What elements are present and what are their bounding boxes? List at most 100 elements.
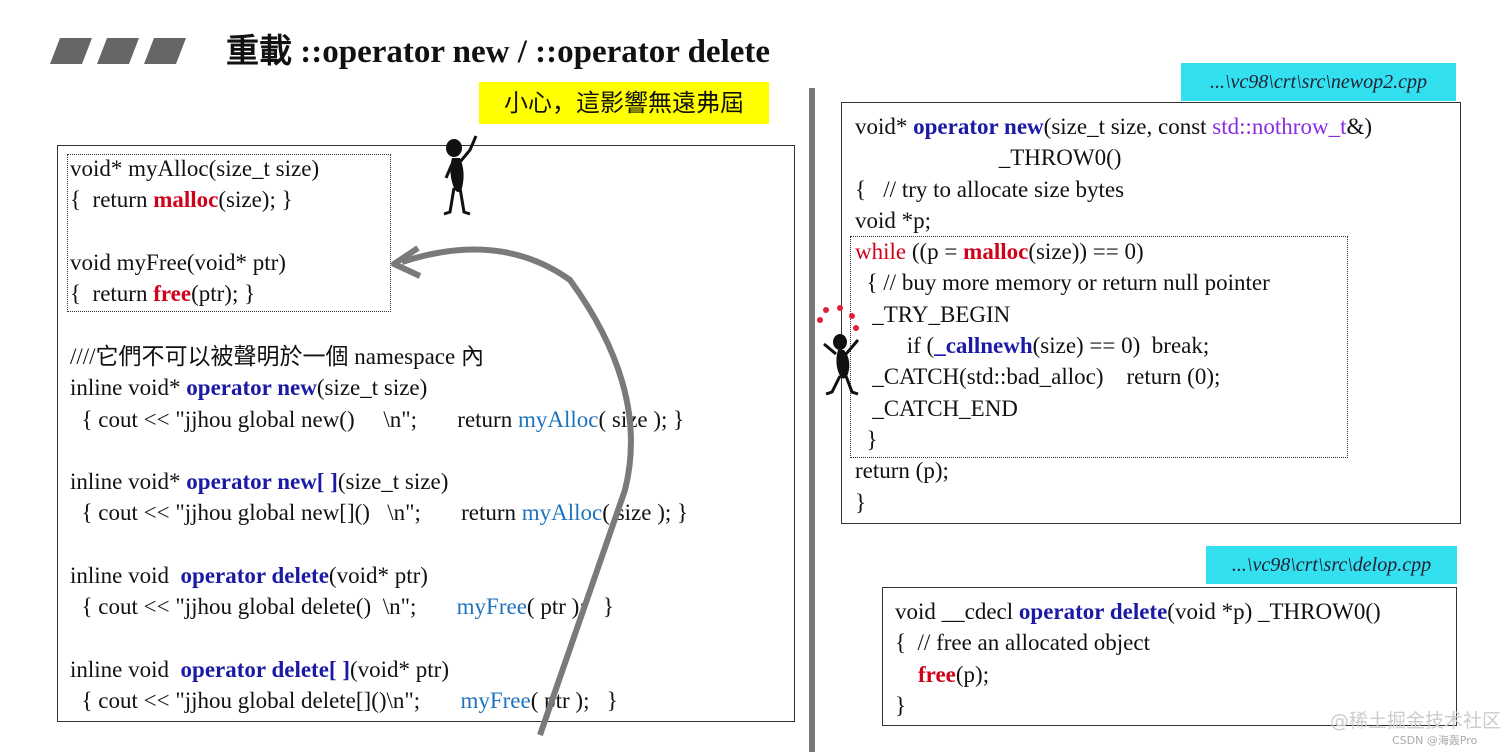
code-token-blue: myFree (456, 594, 527, 620)
code-line: inline void operator delete[ ](void* ptr… (70, 654, 688, 685)
title-bars-decoration (50, 38, 186, 64)
code-token (895, 662, 918, 687)
code-line: void *p; (855, 205, 1372, 236)
code-token: (size_t size) (337, 469, 449, 495)
code-token-blue: myFree (460, 688, 531, 714)
code-token: void *p; (855, 207, 932, 233)
code-token: { // free an allocated object (895, 630, 1150, 656)
code-line: void* operator new(size_t size, const st… (855, 111, 1372, 142)
code-line: { cout << "jjhou global new() \n"; retur… (70, 404, 688, 435)
code-token: (ptr); } (191, 281, 256, 307)
code-token-kw: operator new (913, 114, 1044, 139)
operator-overload-code-block: ////它們不可以被聲明於一個 namespace 內 inline void* … (70, 341, 688, 717)
code-line: } (855, 424, 1372, 455)
code-token-kw: operator delete (1018, 599, 1168, 624)
code-token: (size_t size) (316, 375, 428, 401)
code-line: ////它們不可以被聲明於一個 namespace 內 (70, 341, 688, 372)
code-token: { cout << "jjhou global delete() \n"; (70, 594, 457, 620)
code-line: inline void operator delete(void* ptr) (70, 560, 688, 591)
code-token: inline void (70, 563, 181, 589)
code-token: &) (1346, 114, 1373, 139)
code-line: _THROW0() (855, 142, 1372, 173)
code-line: return (p); (855, 455, 1372, 486)
alloc-code-block: void* myAlloc(size_t size) { return mallo… (70, 153, 319, 309)
code-token: _CATCH(std::bad_alloc) return (0); (855, 364, 1221, 390)
code-token: (size_t size, const (1043, 114, 1213, 139)
code-line: { // try to allocate size bytes (855, 174, 1372, 205)
code-line: _CATCH_END (855, 393, 1372, 424)
code-token: void __cdecl (895, 599, 1019, 624)
code-line: { cout << "jjhou global delete() \n"; my… (70, 591, 688, 622)
code-token: inline void (70, 656, 181, 682)
code-token: (size); } (218, 187, 293, 213)
watermark-csdn: CSDN @海轰Pro (1392, 734, 1478, 747)
vertical-divider (809, 88, 815, 752)
code-token-kw: operator delete[ ] (180, 656, 350, 682)
code-line: if (_callnewh(size) == 0) break; (855, 330, 1372, 361)
code-line: { cout << "jjhou global delete[]()\n"; m… (70, 685, 688, 716)
code-token: inline void* (70, 375, 187, 401)
code-token: { return (70, 187, 154, 213)
newop2-code-panel (841, 102, 1461, 524)
newop2-code-block: void* operator new(size_t size, const st… (855, 111, 1372, 518)
pointing-figure-icon (443, 135, 478, 216)
code-token-red: malloc (153, 187, 219, 213)
code-line: void myFree(void* ptr) (70, 247, 319, 278)
code-line: free(p); (895, 659, 1381, 690)
code-token-blue: myAlloc (521, 500, 603, 526)
delop-path-tag: ...\vc98\crt\src\delop.cpp (1206, 546, 1457, 584)
code-line (70, 216, 319, 247)
code-token: _CATCH_END (855, 395, 1018, 421)
code-token: } (855, 426, 878, 452)
code-token-redp: while (855, 239, 907, 265)
warning-note: 小心，這影響無遠弗屆 (479, 82, 769, 124)
code-line: _TRY_BEGIN (855, 299, 1372, 330)
code-line: void* myAlloc(size_t size) (70, 153, 319, 184)
code-token: { cout << "jjhou global new() \n"; retur… (70, 406, 518, 432)
page-title: 重載 ::operator new / ::operator delete (226, 34, 771, 70)
code-token-red: free (918, 661, 956, 687)
code-line: { return free(ptr); } (70, 278, 319, 309)
watermark-juejin: @稀土掘金技术社区 (1330, 710, 1502, 732)
code-line: inline void* operator new[ ](size_t size… (70, 466, 688, 497)
code-line: { // buy more memory or return null poin… (855, 267, 1372, 298)
code-token: (void *p) _THROW0() (1167, 599, 1381, 624)
code-token: { // try to allocate size bytes (855, 176, 1125, 202)
code-token: void* myAlloc(size_t size) (70, 156, 320, 181)
code-token-kw: operator new[ ] (186, 469, 338, 495)
code-token: return (p); (855, 458, 949, 484)
code-token: } (895, 692, 907, 718)
code-token: { cout << "jjhou global delete[]()\n"; (70, 688, 461, 714)
code-token: _THROW0() (855, 145, 1122, 171)
code-line: while ((p = malloc(size)) == 0) (855, 236, 1372, 267)
code-line: } (895, 690, 1381, 721)
code-token-kw: _callnewh (934, 333, 1033, 359)
code-token: { // buy more memory or return null poin… (855, 270, 1270, 296)
code-token: void* (855, 114, 914, 139)
code-token: ((p = (906, 239, 964, 265)
code-token: (size)) == 0) (1028, 239, 1144, 265)
code-token-red: malloc (963, 239, 1029, 265)
code-token: inline void* (70, 469, 187, 495)
code-line: inline void* operator new(size_t size) (70, 372, 688, 403)
code-token: (void* ptr) (328, 563, 428, 589)
code-line: } (855, 487, 1372, 518)
code-line: void __cdecl operator delete(void *p) _T… (895, 596, 1381, 627)
code-token: ////它們不可以被聲明於一個 namespace 內 (70, 344, 484, 369)
newop2-path-tag: ...\vc98\crt\src\newop2.cpp (1181, 63, 1456, 101)
code-token: { cout << "jjhou global new[]() \n"; ret… (70, 500, 522, 526)
code-token: } (855, 489, 867, 515)
code-line: _CATCH(std::bad_alloc) return (0); (855, 361, 1372, 392)
code-token-kw: operator new (186, 375, 317, 401)
code-token: (p); (955, 661, 990, 687)
code-token: (void* ptr) (349, 656, 449, 682)
juggling-figure-icon (817, 305, 860, 396)
code-token: void myFree(void* ptr) (70, 249, 286, 275)
curved-arrow-icon (391, 245, 634, 736)
code-line: { return malloc(size); } (70, 184, 319, 215)
delop-code-block: void __cdecl operator delete(void *p) _T… (895, 596, 1381, 721)
code-line: { cout << "jjhou global new[]() \n"; ret… (70, 497, 689, 528)
delop-code-panel (882, 587, 1457, 726)
code-token: if ( (855, 333, 935, 359)
left-code-panel (57, 145, 795, 722)
